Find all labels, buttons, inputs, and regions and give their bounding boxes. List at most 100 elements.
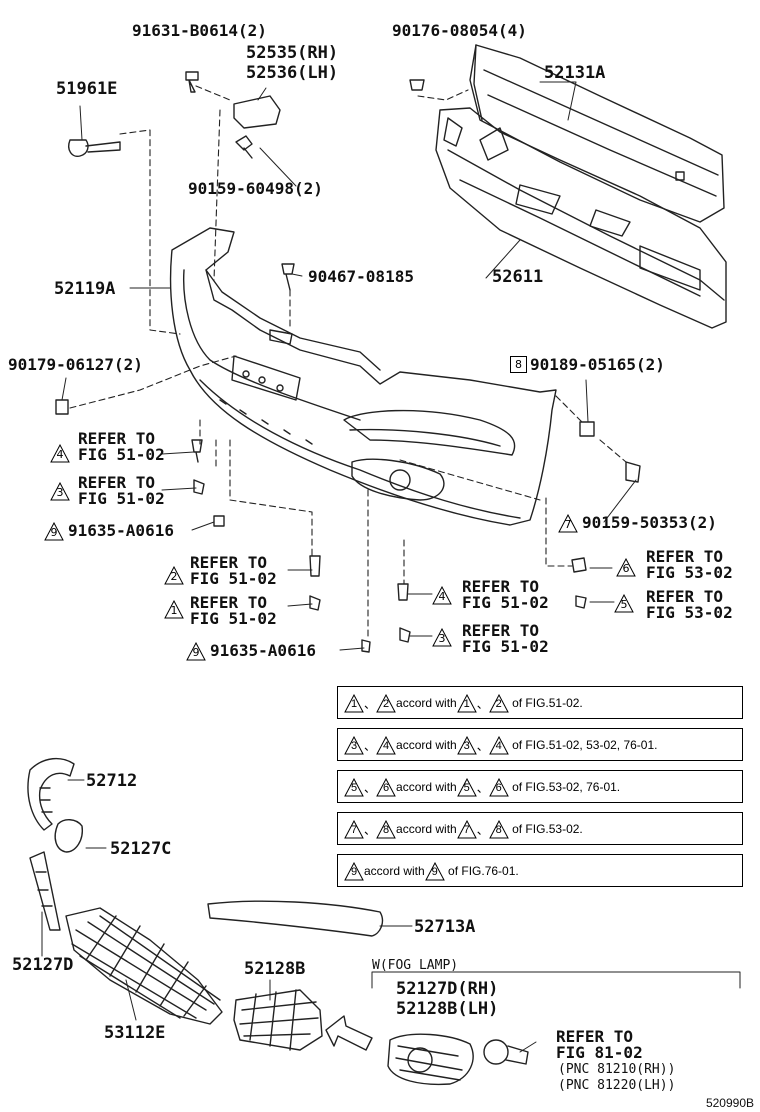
part-label-52611: 52611 [492, 267, 544, 287]
note-triangle: 4 [376, 735, 396, 755]
ref-triangle-2: 2 [164, 566, 184, 585]
solid-leaders [41, 81, 637, 1053]
part-label-fog-lh: 52128B(LH) [396, 999, 499, 1019]
part-label-52536: 52536(LH) [246, 63, 339, 83]
note-separator: 、 [476, 738, 489, 753]
part-label-52131: 52131A [544, 63, 606, 83]
ref-text-3a-line1: REFER TO [78, 473, 156, 492]
ref-text-1-line1: REFER TO [190, 593, 268, 612]
note-tail-text: of FIG.76-01. [444, 864, 519, 878]
ref-text-4a-line2: FIG 51-02 [78, 445, 165, 464]
note-triangle: 2 [488, 693, 509, 713]
part-label-52119: 52119A [54, 279, 116, 299]
part-label-90467: 90467-08185 [308, 267, 414, 286]
part-label-91635-a: 91635-A0616 [68, 521, 174, 540]
ref-text-3a-line2: FIG 51-02 [78, 489, 165, 508]
note-triangle: 9 [344, 861, 364, 881]
part-label-90159-60498: 90159-60498(2) [188, 179, 323, 198]
note-tail-text: of FIG.51-02. [508, 696, 583, 710]
note-triangle: 1 [456, 693, 477, 713]
note-triangle: 1 [344, 693, 364, 713]
ref-text-1-line2: FIG 51-02 [190, 609, 277, 628]
ref-triangle-6: 6 [616, 558, 636, 577]
part-label-90176: 90176-08054(4) [392, 21, 527, 40]
ref-text-2-line2: FIG 51-02 [190, 569, 277, 588]
part-label-90189: 90189-05165(2) [530, 355, 665, 374]
note-triangle: 5 [456, 777, 477, 797]
part-label-52712: 52712 [86, 771, 138, 791]
part-label-52127d: 52127D [12, 955, 74, 975]
note-accord-text: accord with [396, 696, 457, 710]
ref-triangle-3b: 3 [432, 628, 452, 647]
note-accord-text: accord with [364, 864, 425, 878]
note-triangle: 5 [344, 777, 364, 797]
note-tail-text: of FIG.51-02, 53-02, 76-01. [508, 738, 658, 752]
ref-triangle-9b: 9 [186, 642, 206, 661]
ref-text-3b-line1: REFER TO [462, 621, 540, 640]
dashed-leaders [69, 85, 627, 641]
note-separator: 、 [476, 780, 489, 795]
note-separator: 、 [364, 822, 377, 837]
bumper-reinforcement-drawing [469, 44, 725, 223]
part-label-51961: 51961E [56, 79, 118, 99]
part-label-91631: 91631-B0614(2) [132, 21, 267, 40]
fog-refer-line2: FIG 81-02 [556, 1043, 643, 1062]
note-triangle: 2 [376, 693, 396, 713]
note-triangle: 9 [424, 861, 445, 881]
ref-text-5-line2: FIG 53-02 [646, 603, 733, 622]
part-label-52713: 52713A [414, 917, 476, 937]
note-accord-text: accord with [396, 780, 457, 794]
part-label-91635-b: 91635-A0616 [210, 641, 316, 660]
note-accord-text: accord with [396, 738, 457, 752]
note-separator: 、 [364, 780, 377, 795]
fog-lamp-variant-label: W(FOG LAMP) [372, 958, 459, 973]
note-separator: 、 [364, 696, 377, 711]
note-triangle: 6 [376, 777, 396, 797]
note-triangle: 8 [376, 819, 396, 839]
ref-triangle-1: 1 [164, 600, 184, 619]
bumper-cover-drawing [169, 227, 557, 526]
fog-pnc-rh: (PNC 81210(RH)) [558, 1062, 676, 1077]
part-label-fog-rh: 52127D(RH) [396, 979, 499, 999]
note-tail-text: of FIG.53-02. [508, 822, 583, 836]
part-label-90179: 90179-06127(2) [8, 355, 143, 374]
note-triangle: 7 [456, 819, 477, 839]
fog-refer-line1: REFER TO [556, 1027, 634, 1046]
grille-parts-drawing [27, 757, 529, 1086]
ref-text-6-line2: FIG 53-02 [646, 563, 733, 582]
note-tail-text: of FIG.53-02, 76-01. [508, 780, 621, 794]
ref-text-4b-line1: REFER TO [462, 577, 540, 596]
fog-pnc-lh: (PNC 81220(LH)) [558, 1078, 676, 1093]
ref-triangle-9a: 9 [44, 522, 64, 541]
part-label-52535: 52535(RH) [246, 43, 339, 63]
note-triangle: 3 [456, 735, 477, 755]
note-separator: 、 [476, 822, 489, 837]
ref-triangle-4: 4 [50, 444, 70, 463]
ref-text-4b-line2: FIG 51-02 [462, 593, 549, 612]
fog-lamp-bracket-line [371, 971, 741, 989]
note-triangle: 6 [488, 777, 509, 797]
ref-square-8: 8 [510, 356, 527, 373]
figure-id: 520990B [705, 1096, 754, 1110]
ref-text-6-line1: REFER TO [646, 547, 724, 566]
note-triangle: 8 [488, 819, 509, 839]
note-separator: 、 [476, 696, 489, 711]
ref-triangle-5: 5 [614, 594, 634, 613]
ref-text-3b-line2: FIG 51-02 [462, 637, 549, 656]
ref-triangle-3: 3 [50, 482, 70, 501]
energy-absorber-drawing [435, 107, 727, 329]
part-label-52128: 52128B [244, 959, 306, 979]
note-triangle: 3 [344, 735, 364, 755]
ref-triangle-7: 7 [558, 514, 578, 533]
ref-text-2-line1: REFER TO [190, 553, 268, 572]
ref-text-4a-line1: REFER TO [78, 429, 156, 448]
part-label-90159-50353: 90159-50353(2) [582, 513, 717, 532]
note-triangle: 4 [488, 735, 509, 755]
